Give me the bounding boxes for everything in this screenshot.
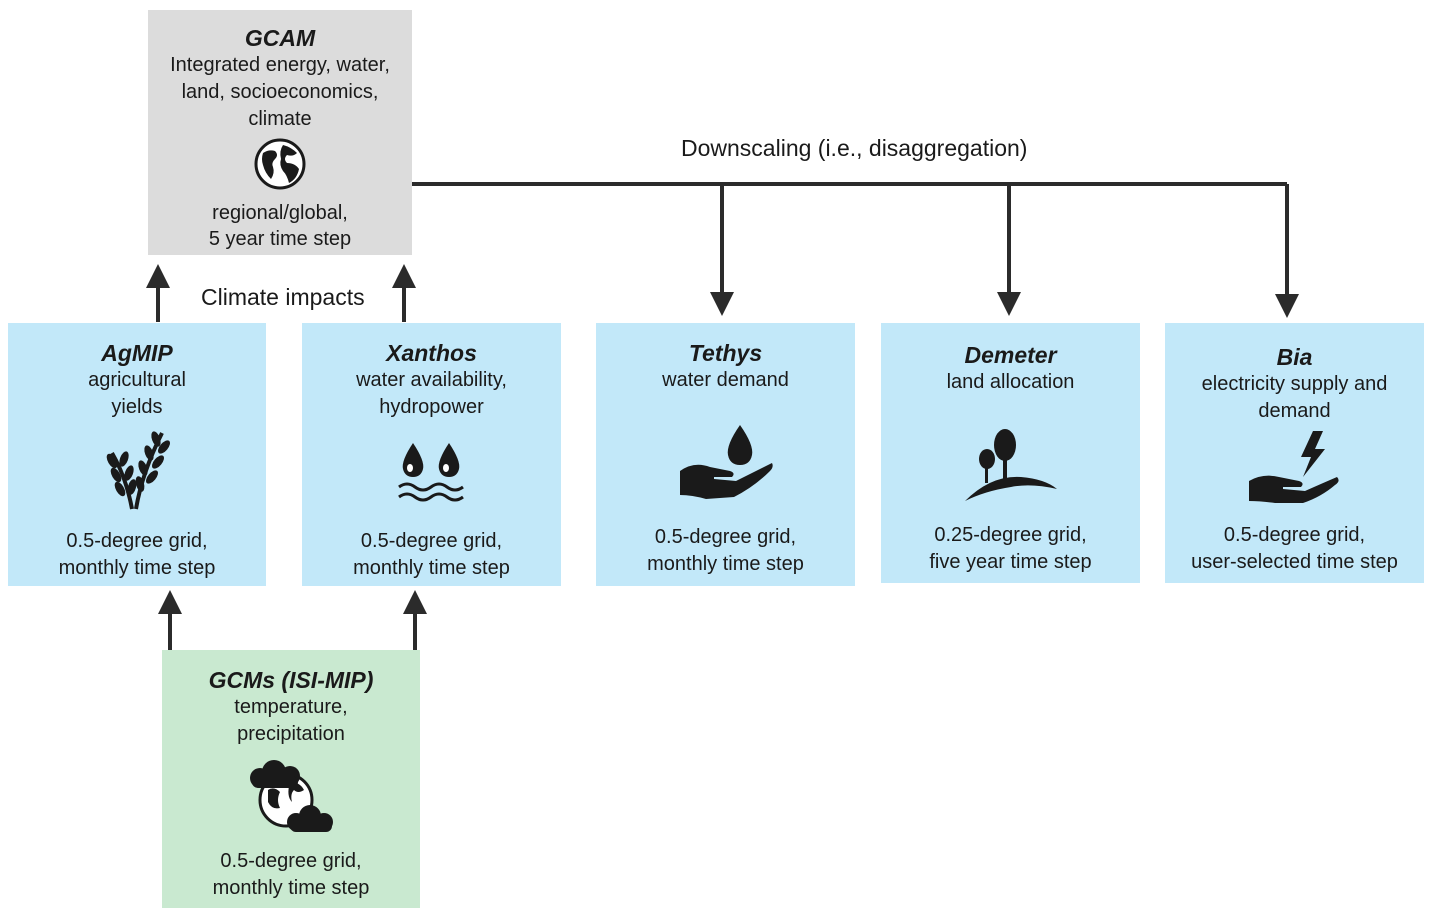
bia-resolution-line: 0.5-degree grid, xyxy=(1223,524,1366,546)
hand-water-drop-icon xyxy=(679,425,773,499)
gcam-resolution-line: 5 year time step xyxy=(208,228,352,250)
agmip-resolution-line: monthly time step xyxy=(58,557,216,579)
demeter-resolution-line: 0.25-degree grid, xyxy=(934,524,1087,546)
demeter-box: Demeter land allocation 0.25-degree grid… xyxy=(881,323,1140,583)
agmip-resolution-line: 0.5-degree grid, xyxy=(66,530,208,552)
gcam-resolution-line: regional/global, xyxy=(212,202,348,224)
bia-box: Bia electricity supply and demand 0.5-de… xyxy=(1165,323,1424,583)
tethys-title: Tethys xyxy=(688,340,763,366)
gcam-title: GCAM xyxy=(244,25,316,51)
gcam-desc-line: Integrated energy, water, xyxy=(170,54,390,76)
clouds-globe-icon xyxy=(250,760,333,832)
gcam-desc-line: climate xyxy=(248,108,312,130)
demeter-desc-line: land allocation xyxy=(946,371,1075,393)
xanthos-desc-line: water availability, xyxy=(356,369,507,391)
gcms-box: GCMs (ISI-MIP) temperature, precipitatio… xyxy=(162,650,420,908)
trees-hill-icon xyxy=(964,429,1057,501)
agmip-box: AgMIP agricultural yields 0.5-degree gri… xyxy=(8,323,266,586)
globe-icon xyxy=(254,138,306,190)
hand-lightning-icon xyxy=(1248,431,1339,503)
climate-impacts-label: Climate impacts xyxy=(201,284,365,310)
gcms-resolution-line: 0.5-degree grid, xyxy=(220,850,362,872)
xanthos-desc-line: hydropower xyxy=(379,396,484,418)
gcms-desc-line: temperature, xyxy=(234,696,348,718)
xanthos-box: Xanthos water availability, hydropower 0… xyxy=(302,323,561,586)
agmip-desc-line: yields xyxy=(111,396,163,418)
gcms-resolution-line: monthly time step xyxy=(212,877,370,899)
agmip-desc-line: agricultural xyxy=(88,369,186,391)
xanthos-resolution-line: monthly time step xyxy=(353,557,510,579)
gcms-desc-line: precipitation xyxy=(237,723,345,745)
wheat-icon xyxy=(106,431,170,510)
xanthos-resolution-line: 0.5-degree grid, xyxy=(360,530,503,552)
tethys-resolution-line: monthly time step xyxy=(647,553,804,575)
bia-resolution-line: user-selected time step xyxy=(1191,551,1398,573)
downscaling-label: Downscaling (i.e., disaggregation) xyxy=(681,135,1028,161)
agmip-title: AgMIP xyxy=(101,340,173,366)
xanthos-title: Xanthos xyxy=(386,340,477,366)
demeter-resolution-line: five year time step xyxy=(929,551,1092,573)
tethys-box: Tethys water demand 0.5-degree grid, mon… xyxy=(596,323,855,586)
bia-desc-line: electricity supply and xyxy=(1201,373,1388,395)
demeter-title: Demeter xyxy=(964,342,1057,368)
gcam-box: GCAM Integrated energy, water, land, soc… xyxy=(148,10,412,255)
bia-title: Bia xyxy=(1276,344,1313,370)
bia-desc-line: demand xyxy=(1258,400,1331,422)
tethys-desc-line: water demand xyxy=(662,369,789,391)
tethys-resolution-line: 0.5-degree grid, xyxy=(654,526,797,548)
gcam-desc-line: land, socioeconomics, xyxy=(181,81,379,103)
water-drops-icon xyxy=(397,443,464,502)
gcms-title: GCMs (ISI-MIP) xyxy=(208,667,374,693)
